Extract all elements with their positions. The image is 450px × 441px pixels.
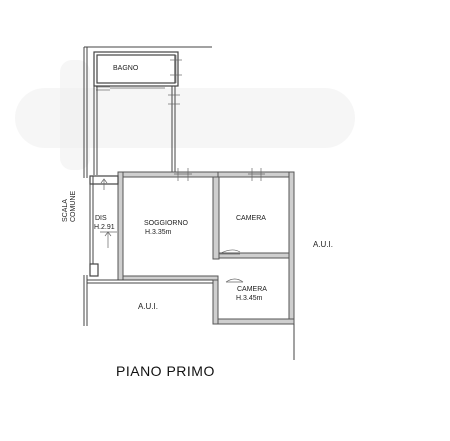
dis-room	[89, 175, 119, 277]
main-walls	[117, 168, 295, 325]
blurred-smudge	[15, 60, 355, 170]
plan-title: PIANO PRIMO	[116, 363, 215, 379]
left-outer-wall	[83, 47, 88, 178]
camera2-height-label: H.3.45m	[236, 295, 263, 302]
door-swings	[218, 249, 244, 283]
camera2-label: CAMERA	[237, 286, 267, 293]
dis-height-label: H.2.91	[94, 224, 115, 231]
soggiorno-height-label: H.3.35m	[145, 229, 172, 236]
soggiorno-label: SOGGIORNO	[144, 220, 189, 227]
svg-text:COMUNE: COMUNE	[70, 191, 77, 222]
corridor-walls	[93, 86, 180, 175]
bagno-room	[93, 51, 182, 91]
aui-right-label: A.U.I.	[313, 240, 333, 249]
aui-bottom-label: A.U.I.	[138, 302, 158, 311]
lower-left-walls	[83, 275, 213, 326]
dis-label: DIS	[95, 215, 107, 222]
svg-text:SCALA: SCALA	[62, 199, 69, 222]
camera1-label: CAMERA	[236, 215, 266, 222]
scala-comune-label: SCALA COMUNE	[62, 191, 77, 222]
bagno-label: BAGNO	[113, 65, 139, 72]
